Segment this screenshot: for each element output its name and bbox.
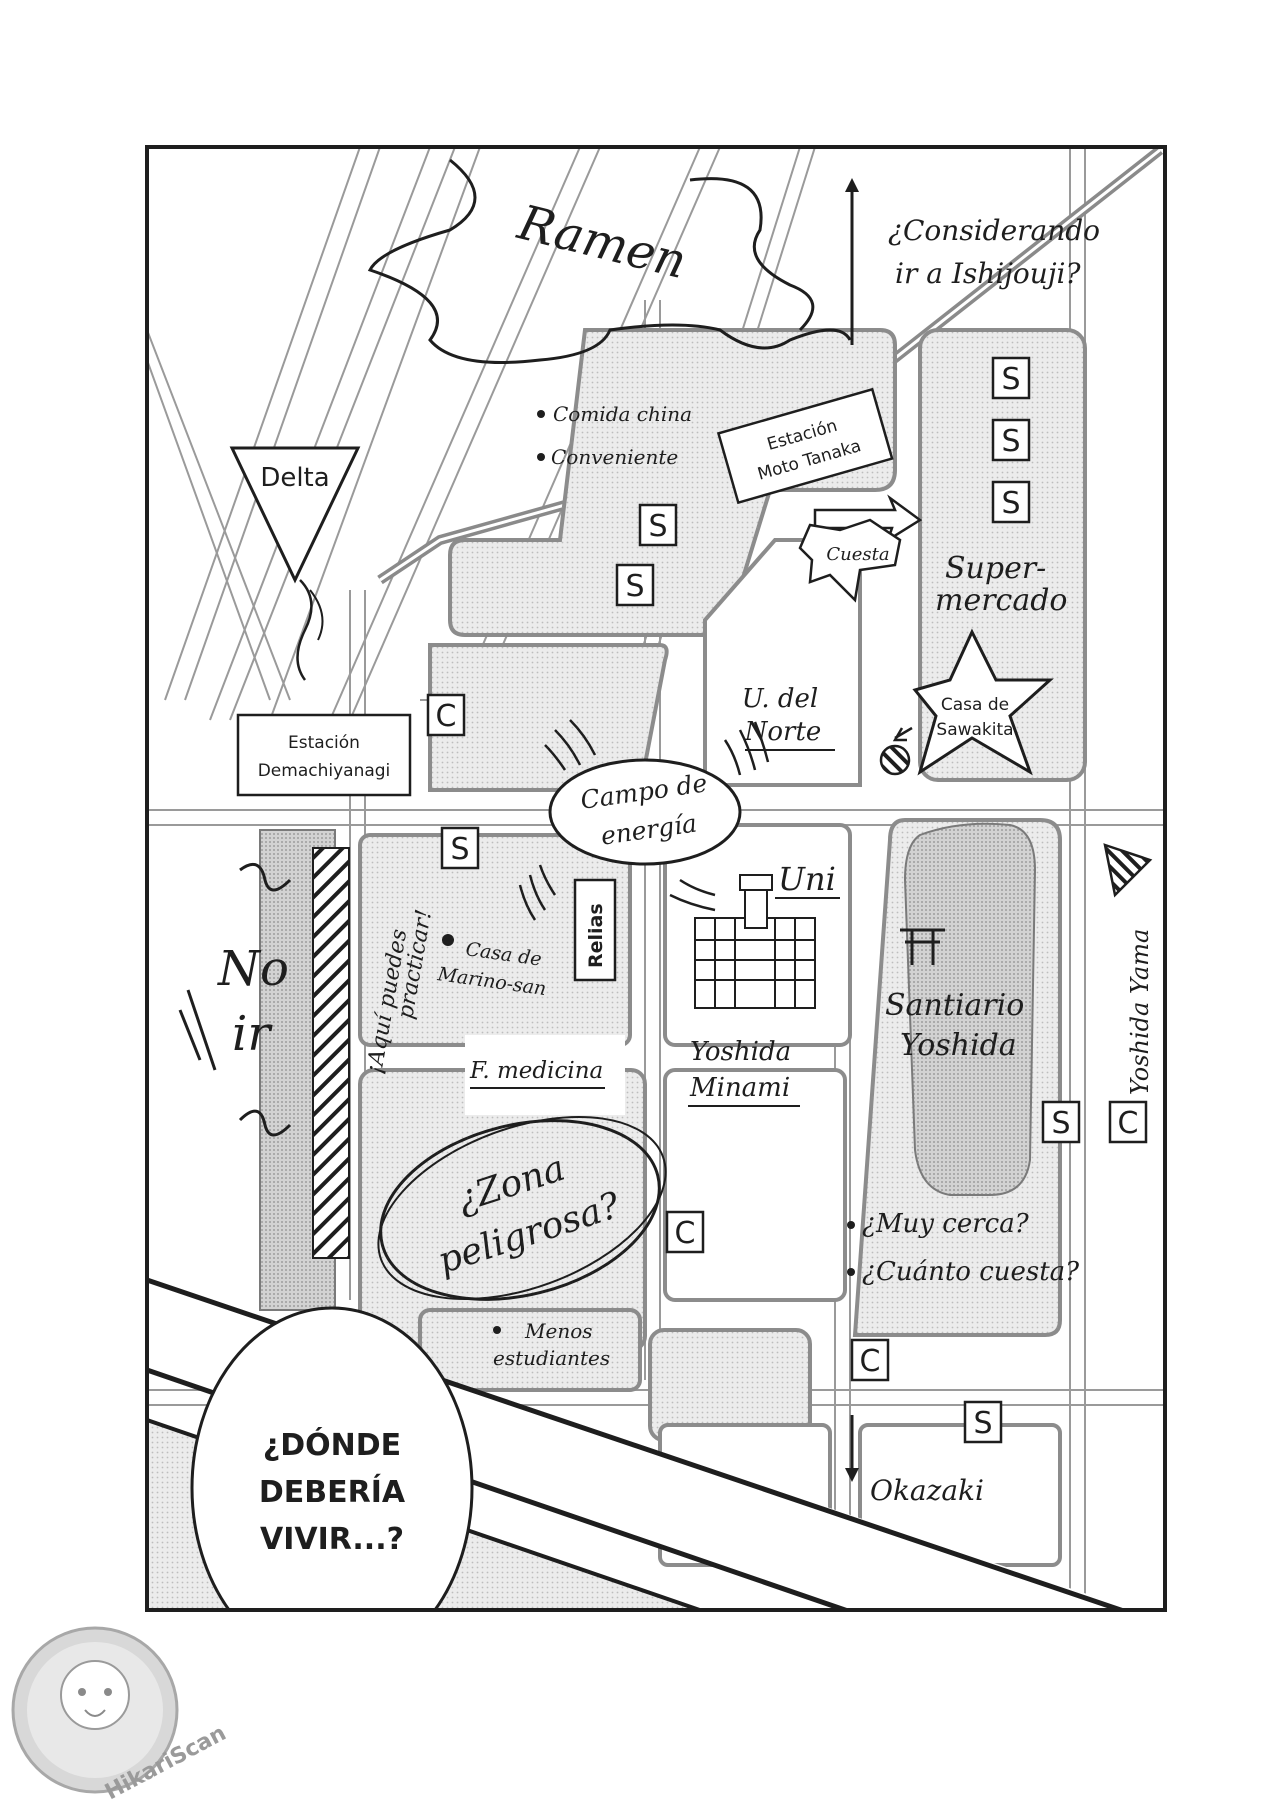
station-moto-tanaka: [716, 387, 894, 505]
supermercado-label-2: mercado: [935, 583, 1068, 618]
marino-house-marker: [442, 934, 454, 946]
sawakita-label-2: Sawakita: [936, 720, 1013, 740]
svg-text:S: S: [1001, 486, 1020, 521]
supermarket-marker: S: [638, 503, 678, 547]
convenience-marker: C: [426, 693, 466, 737]
map-labels: Ramen ¿Considerando ir a Ishijouji? Comi…: [217, 194, 1154, 1507]
cuesta-burst: [798, 518, 902, 603]
yoshida-yama-flag-icon: [1103, 843, 1153, 898]
okazaki-label: Okazaki: [870, 1474, 984, 1507]
yoshida-minami-label-1: Yoshida: [690, 1037, 791, 1067]
u-norte-label-1: U. del: [742, 684, 818, 714]
sawakita-star: [912, 628, 1054, 776]
house-marker-icon: [879, 744, 911, 776]
no-ir-marks: [178, 862, 292, 1137]
santuario-label-1: Santiario: [885, 988, 1024, 1023]
sawakita-label-1: Casa de: [941, 695, 1009, 715]
campo-ellipse: [548, 758, 742, 866]
convenience-marker: C: [665, 1210, 705, 1254]
svg-text:S: S: [1001, 424, 1020, 459]
delta-sign: [229, 446, 361, 584]
zona-ellipse: [379, 1119, 661, 1301]
panel-border: [145, 145, 1167, 1612]
supermarket-marker: S: [991, 356, 1031, 400]
svg-text:S: S: [450, 832, 469, 867]
ishijouji-label-1: ¿Considerando: [888, 214, 1100, 247]
menos-label-2: estudiantes: [493, 1346, 610, 1370]
danger-hatch: [312, 847, 350, 1259]
supermarket-marker: S: [440, 826, 480, 870]
svg-text:C: C: [1118, 1106, 1139, 1141]
menos-label-1: Menos: [524, 1319, 593, 1343]
svg-text:S: S: [973, 1406, 992, 1441]
yoshida-yama-label: Yoshida Yama: [1126, 929, 1154, 1095]
supermarket-marker: S: [615, 563, 655, 607]
ir-label: ir: [232, 1006, 273, 1062]
ishijouji-label-2: ir a Ishijouji?: [895, 257, 1081, 290]
santuario-label-2: Yoshida: [900, 1028, 1017, 1063]
comida-china-label: Comida china: [553, 402, 692, 426]
bubble-line-1: ¿DÓNDE: [263, 1426, 401, 1463]
svg-text:S: S: [648, 509, 667, 544]
relias-box: [573, 878, 617, 982]
demachiyanagi-label-2: Demachiyanagi: [258, 761, 391, 781]
yoshida-minami-label-2: Minami: [689, 1073, 790, 1103]
svg-text:C: C: [675, 1216, 696, 1251]
supermarket-marker: S: [963, 1400, 1003, 1444]
bubble-line-2: DEBERÍA: [259, 1474, 406, 1510]
energy-waves: [518, 719, 770, 921]
supermarket-marker: S: [1041, 1100, 1081, 1144]
cuesta-label: Cuesta: [826, 544, 889, 565]
bullet-dots: [493, 410, 855, 1334]
convenience-marker: C: [1108, 1100, 1148, 1144]
bubble-line-3: VIVIR...?: [260, 1522, 404, 1557]
demachiyanagi-label-1: Estación: [288, 733, 360, 753]
arrow-up-icon: [845, 178, 859, 192]
station-demachiyanagi: [236, 713, 412, 797]
medicina-box: [465, 1035, 625, 1115]
no-label: No: [217, 941, 289, 997]
university-building-icon: [694, 874, 816, 1009]
svg-text:S: S: [1001, 362, 1020, 397]
ramen-route: [367, 158, 852, 364]
relias-label: Relias: [585, 903, 607, 968]
svg-text:S: S: [625, 569, 644, 604]
store-markers: S S S S S C S C S C C S: [426, 356, 1148, 1444]
supermarket-marker: S: [991, 418, 1031, 462]
cuanto-cuesta-label: ¿Cuánto cuesta?: [862, 1257, 1080, 1287]
svg-text:C: C: [436, 699, 457, 734]
delta-label: Delta: [260, 463, 329, 493]
supermarket-marker: S: [991, 480, 1031, 524]
speech-bubble: ¿DÓNDE DEBERÍA VIVIR...?: [190, 1306, 474, 1610]
shrine-torii-icon: [900, 928, 945, 965]
uni-label: Uni: [778, 860, 836, 898]
svg-text:S: S: [1051, 1106, 1070, 1141]
muy-cerca-label: ¿Muy cerca?: [862, 1209, 1030, 1239]
arrow-down-icon: [845, 1468, 859, 1482]
conveniente-label: Conveniente: [551, 445, 678, 469]
scanlator-watermark: HikariScan: [11, 1626, 230, 1805]
svg-text:C: C: [860, 1344, 881, 1379]
supermercado-label-1: Super-: [945, 551, 1046, 586]
f-medicina-label: F. medicina: [469, 1058, 603, 1084]
convenience-marker: C: [850, 1338, 890, 1382]
u-norte-label-2: Norte: [744, 717, 822, 747]
